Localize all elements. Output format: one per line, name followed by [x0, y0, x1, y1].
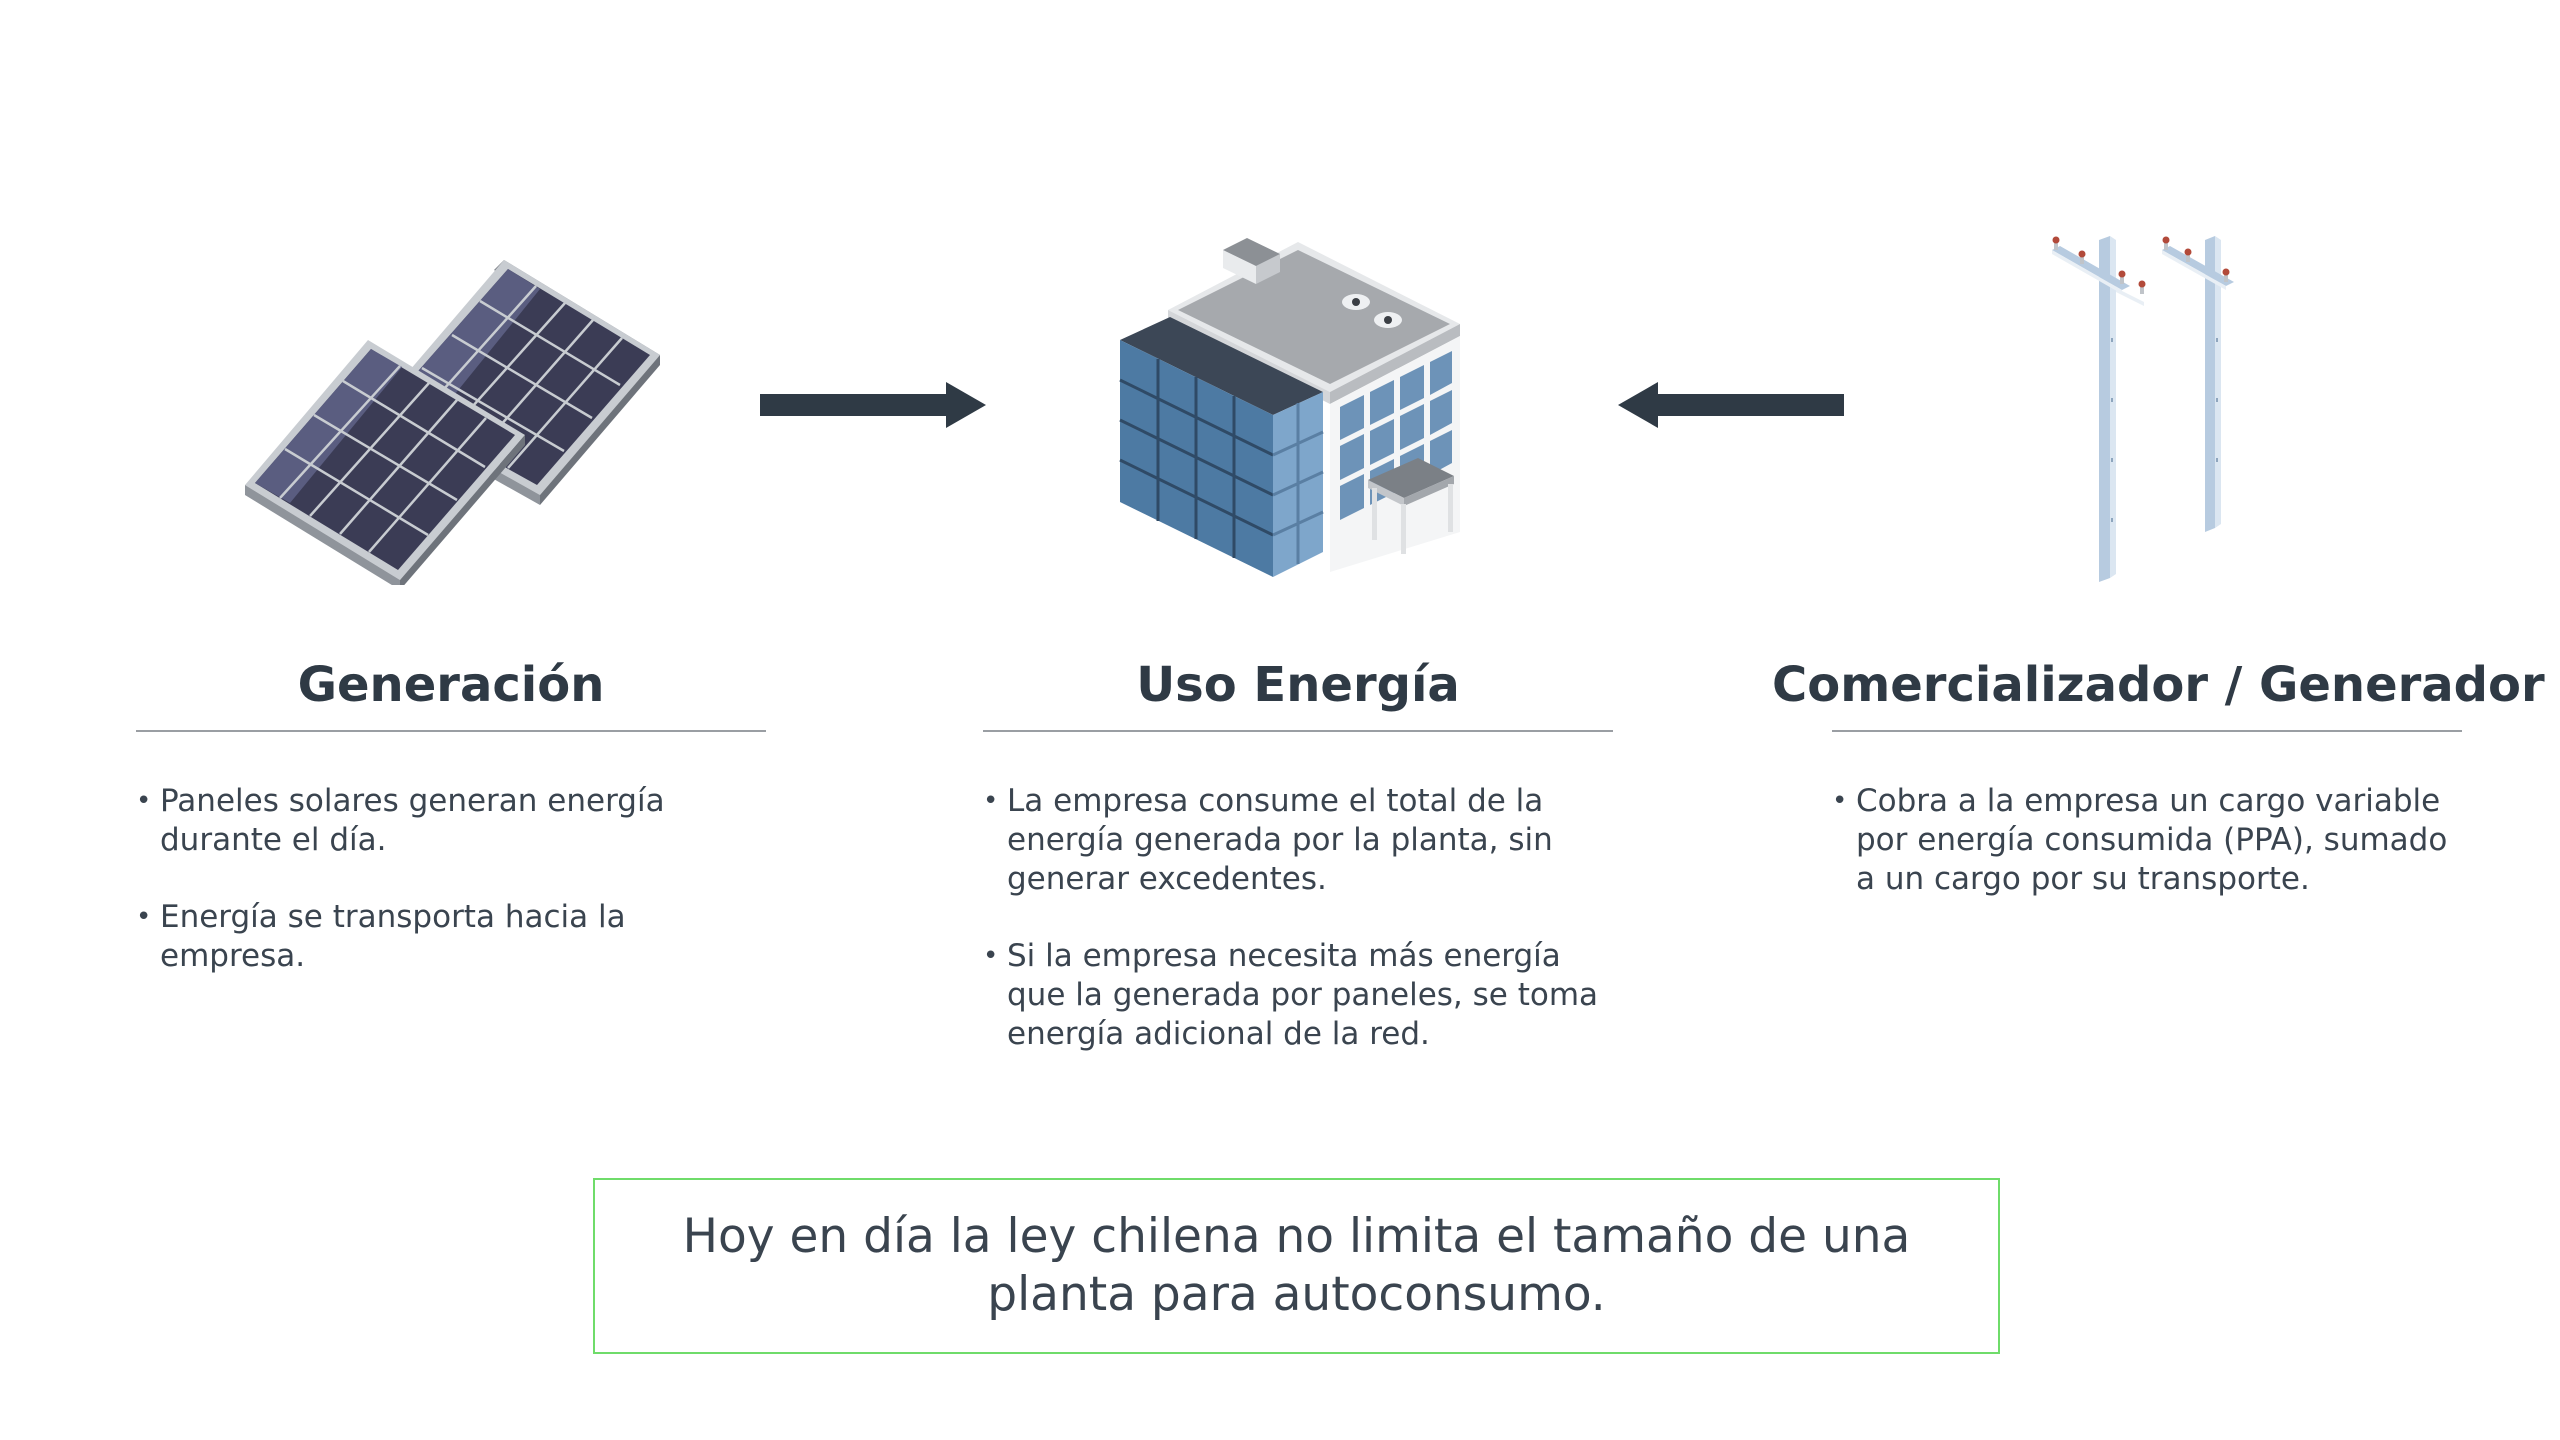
title-divider [136, 730, 766, 732]
column-title: Generación [297, 657, 605, 713]
bullet-text: Si la empresa necesita más energía que l… [1007, 938, 1599, 1052]
arrow-right-icon [760, 382, 986, 428]
bullet-marker: • [136, 902, 152, 932]
bullet-item: • Paneles solares generan energía durante… [136, 782, 766, 860]
bullet-list: • Paneles solares generan energía durante… [136, 782, 766, 976]
bullet-item: • Cobra a la empresa un cargo variable po… [1832, 782, 2462, 899]
note-box: Hoy en día la ley chilena no limita el t… [593, 1178, 2000, 1354]
column-title: Uso Energía [1136, 657, 1460, 713]
bullet-marker: • [983, 941, 999, 971]
utility-poles-icon [2052, 236, 2234, 582]
bullet-text: La empresa consume el total de la energí… [1007, 783, 1553, 897]
bullet-marker: • [1832, 786, 1848, 816]
column-generacion: Generación • Paneles solares generan ener… [136, 640, 766, 1014]
bullet-text: Paneles solares generan energía durante … [160, 783, 665, 858]
bullet-item: • Si la empresa necesita más energía que … [983, 937, 1613, 1054]
title-divider [1832, 730, 2462, 732]
bullet-marker: • [136, 786, 152, 816]
bullet-text: Energía se transporta hacia la empresa. [160, 899, 626, 974]
title-divider [983, 730, 1613, 732]
solar-panels-icon [245, 260, 660, 585]
office-building-icon [1119, 238, 1460, 577]
bullet-item: • Energía se transporta hacia la empresa. [136, 898, 630, 976]
column-title: Comercializador / Generador [1772, 657, 2545, 713]
bullet-item: • La empresa consume el total de la energ… [983, 782, 1613, 899]
column-comercializador: Comercializador / Generador • Cobra a la … [1772, 640, 2545, 937]
note-text: Hoy en día la ley chilena no limita el t… [682, 1209, 1911, 1322]
arrow-left-icon [1618, 382, 1844, 428]
column-uso-energia: Uso Energía • La empresa consume el total… [983, 640, 1613, 1092]
bullet-marker: • [983, 786, 999, 816]
bullet-text: Cobra a la empresa un cargo variable por… [1856, 783, 2448, 897]
bullet-list: • Cobra a la empresa un cargo variable po… [1832, 782, 2462, 899]
bullet-list: • La empresa consume el total de la energ… [983, 782, 1613, 1054]
